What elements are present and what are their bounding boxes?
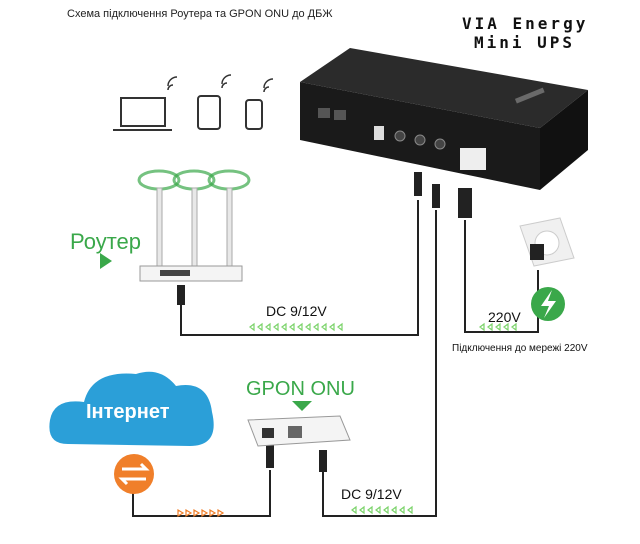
gpon-onu-label: GPON ONU [246,378,355,400]
ups-device [300,48,588,190]
cables [132,200,539,517]
mains-voltage-label: 220V [488,309,521,325]
diagram-title: Схема підключення Роутера та GPON ONU до… [67,8,333,20]
lightning-icon [531,287,565,321]
dc-plugs [177,172,472,472]
router-pointer [100,253,112,269]
chevrons-dc1 [249,322,343,332]
router-device [137,169,251,282]
brand-line1: VIA Energy [462,14,589,33]
mains-connection-label: Підключення до мережі 220V [452,343,588,354]
phone-icon [245,99,263,130]
dc-onu-label: DC 9/12V [341,486,402,502]
tablet-icon [197,95,221,130]
onu-pointer [292,401,312,411]
wifi-icon [167,74,274,93]
exchange-icon [114,454,154,494]
chevrons-internet [177,508,225,518]
cable-router-ups [180,200,419,336]
power-socket-icon [519,217,575,267]
router-label: Роутер [70,229,141,254]
onu-device [247,415,351,447]
chevrons-mains [479,322,517,332]
dc-router-label: DC 9/12V [266,303,327,319]
internet-label: Інтернет [86,401,170,423]
brand-line2: Mini UPS [474,33,576,52]
laptop-icon [113,97,172,131]
cable-onu-ups [322,210,437,517]
chevrons-dc2 [351,505,413,515]
internet-cloud [49,371,214,446]
